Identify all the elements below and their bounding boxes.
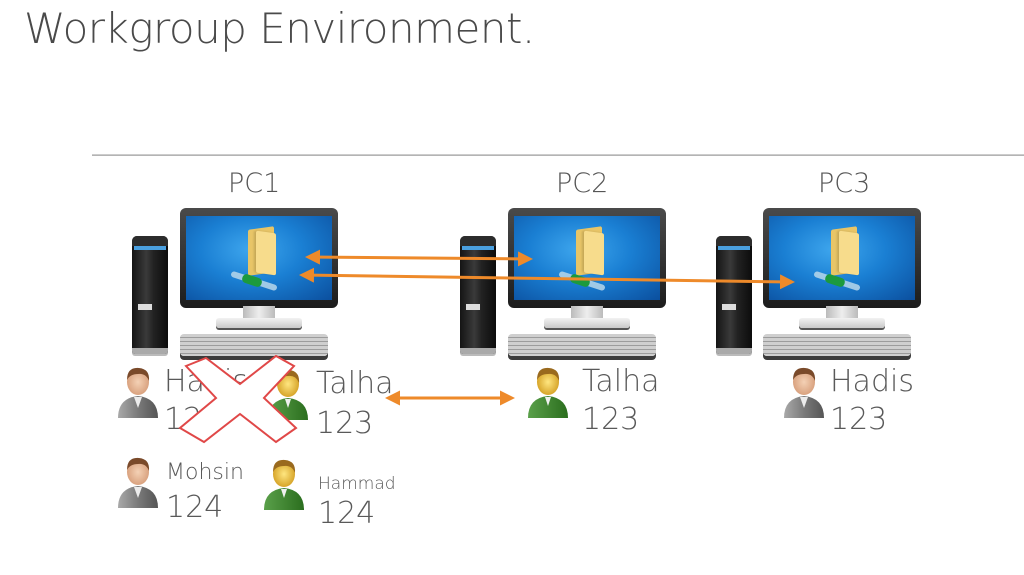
title-divider — [92, 154, 1024, 156]
user-code: 124 — [166, 490, 224, 525]
user-name: Hadis — [830, 364, 914, 399]
pc3-label: PC3 — [818, 168, 871, 199]
pc1-label: PC1 — [228, 168, 281, 199]
user-name: Talha — [582, 364, 660, 399]
pc1-stand — [216, 318, 302, 328]
pc3-tower-icon — [716, 236, 752, 354]
user-name: Mohsin — [166, 460, 244, 485]
pc3-keyboard-icon — [763, 334, 911, 356]
pc2-keyboard-icon — [508, 334, 656, 356]
pc2-stand — [544, 318, 630, 328]
user-name: Hammad — [318, 474, 396, 494]
user-code: 124 — [318, 496, 376, 531]
user-code: 123 — [316, 406, 374, 441]
arrow-pc1-pc2 — [305, 249, 533, 267]
red-cross-icon — [178, 354, 298, 444]
pc2-label: PC2 — [556, 168, 609, 199]
pc3-stand — [799, 318, 885, 328]
pc2-monitor-icon — [508, 208, 666, 308]
slide-title: Workgroup Environment. — [24, 4, 535, 53]
user-code: 123 — [830, 402, 888, 437]
pc1-tower-icon — [132, 236, 168, 354]
pc1-keyboard-icon — [180, 334, 328, 356]
user-name: Talha — [316, 366, 394, 401]
user-code: 123 — [582, 402, 640, 437]
arrow-pc1-pc3 — [299, 267, 795, 290]
